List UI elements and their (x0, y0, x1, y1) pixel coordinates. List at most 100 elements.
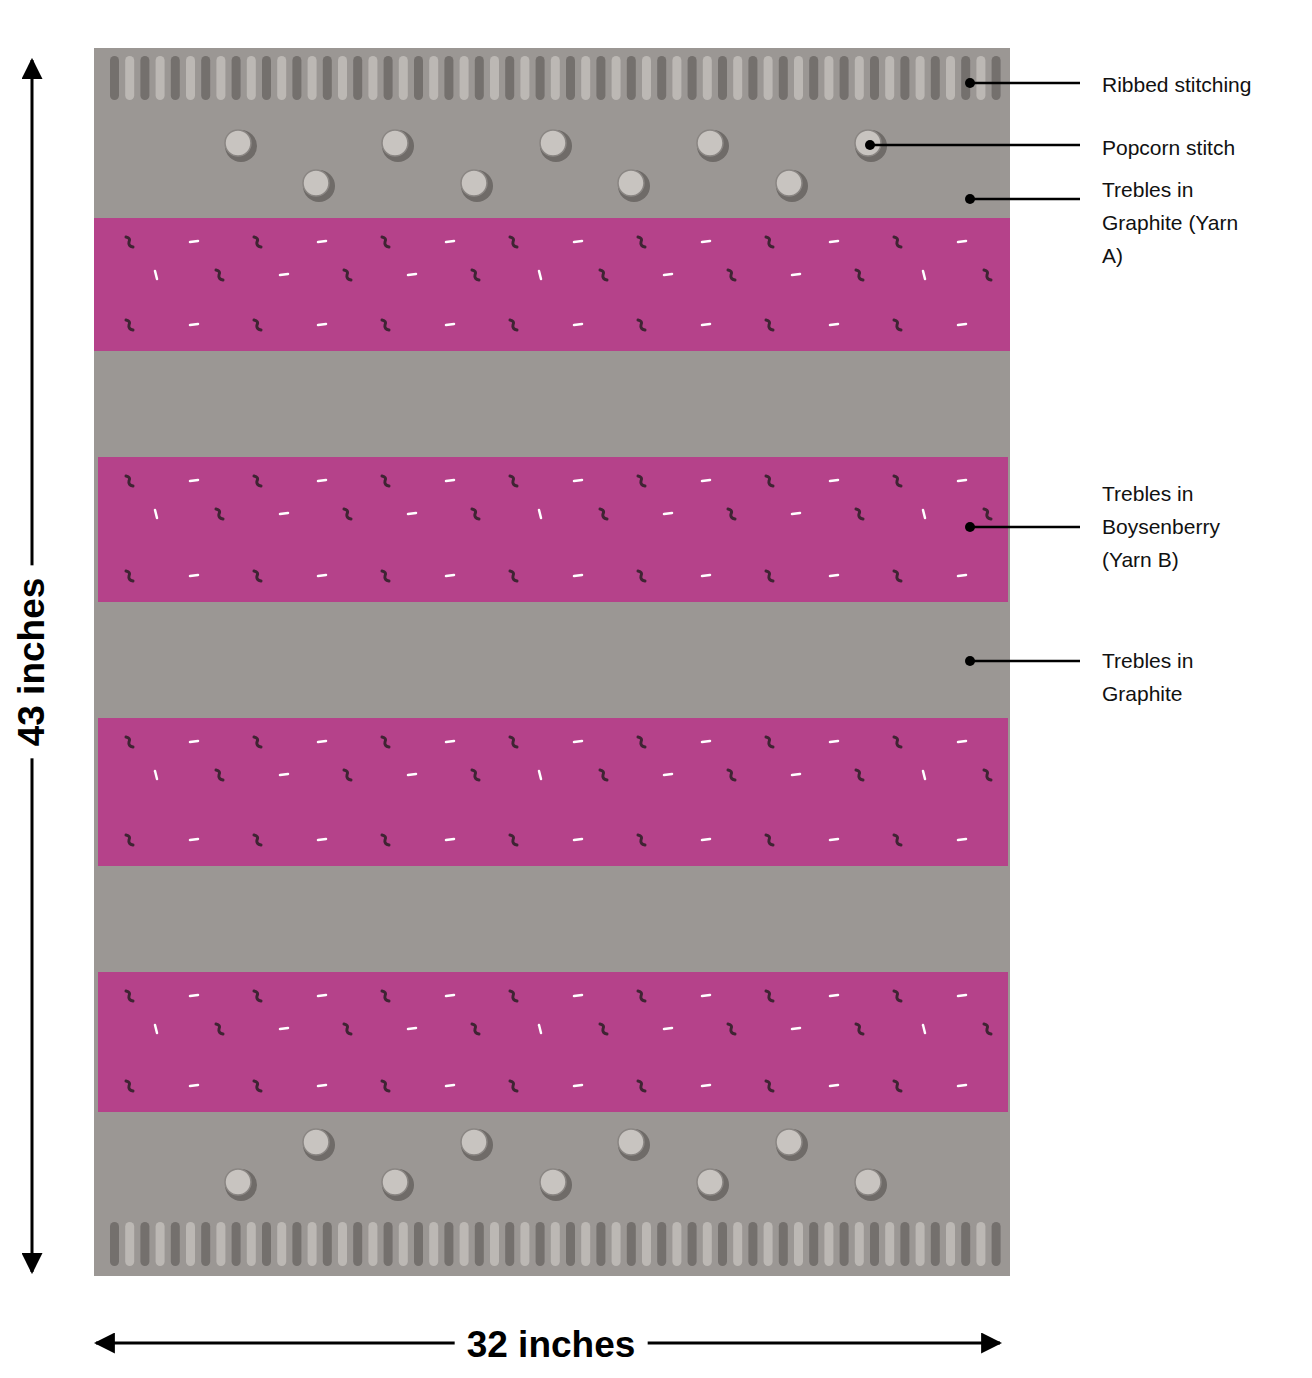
rib (931, 1222, 940, 1266)
texture-fleck (472, 270, 479, 280)
rib (490, 1222, 499, 1266)
texture-fleck (702, 575, 710, 576)
rib (900, 56, 909, 100)
rib (946, 56, 955, 100)
texture-fleck (382, 237, 389, 247)
texture-fleck (318, 575, 326, 576)
rib (414, 56, 423, 100)
popcorn-stitches (225, 130, 887, 1201)
rib (748, 56, 757, 100)
popcorn-stitch (303, 1129, 329, 1155)
rib (961, 1222, 970, 1266)
rib (323, 1222, 332, 1266)
rib (384, 1222, 393, 1266)
texture-fleck (830, 575, 838, 576)
texture-fleck (254, 737, 261, 747)
boysenberry-band (94, 218, 1010, 351)
texture-fleck (126, 1081, 133, 1091)
rib (475, 1222, 484, 1266)
texture-fleck (638, 737, 645, 747)
texture-fleck (830, 995, 838, 996)
texture-fleck (344, 509, 351, 519)
popcorn-shadow (540, 1169, 572, 1201)
texture-fleck (574, 741, 582, 742)
texture-fleck (318, 480, 326, 481)
texture-fleck (958, 741, 966, 742)
texture-fleck (984, 1024, 991, 1034)
popcorn-stitch (382, 130, 408, 156)
rib (946, 1222, 955, 1266)
rib (171, 56, 180, 100)
texture-fleck (472, 509, 479, 519)
rib (657, 56, 666, 100)
callout-label: Ribbed stitching (1102, 68, 1307, 101)
texture-fleck (510, 991, 517, 1001)
texture-fleck (923, 271, 925, 279)
texture-fleck (923, 771, 925, 779)
rib (490, 56, 499, 100)
rib (992, 56, 1001, 100)
texture-fleck (155, 271, 157, 279)
texture-fleck (318, 1085, 326, 1086)
rib (688, 1222, 697, 1266)
rib (186, 1222, 195, 1266)
popcorn-shadow (776, 170, 808, 202)
texture-fleck (638, 320, 645, 330)
dimension-arrows (32, 60, 1000, 1343)
rib (125, 56, 134, 100)
popcorn-shadow (776, 1129, 808, 1161)
rib (460, 56, 469, 100)
texture-fleck (638, 835, 645, 845)
texture-fleck (382, 476, 389, 486)
texture-fleck (958, 480, 966, 481)
popcorn-shadow (303, 1129, 335, 1161)
texture-fleck (958, 324, 966, 325)
texture-fleck (318, 741, 326, 742)
rib (840, 56, 849, 100)
texture-fleck (408, 274, 416, 275)
texture-fleck (446, 995, 454, 996)
texture-fleck (664, 774, 672, 775)
popcorn-stitch (225, 1169, 251, 1195)
texture-fleck (190, 995, 198, 996)
rib (140, 1222, 149, 1266)
texture-fleck (923, 1025, 925, 1033)
texture-fleck (728, 1024, 735, 1034)
rib (262, 1222, 271, 1266)
texture-fleck (280, 1028, 288, 1029)
texture-fleck (728, 270, 735, 280)
texture-fleck (894, 1081, 901, 1091)
leader-lines (865, 78, 1080, 666)
rib (444, 56, 453, 100)
texture-fleck (894, 320, 901, 330)
rib (612, 1222, 621, 1266)
rib (384, 56, 393, 100)
rib (338, 56, 347, 100)
rib (779, 1222, 788, 1266)
rib (885, 56, 894, 100)
texture-fleck (638, 991, 645, 1001)
popcorn-shadow (225, 130, 257, 162)
texture-fleck (510, 737, 517, 747)
texture-fleck (126, 991, 133, 1001)
rib (156, 1222, 165, 1266)
rib (536, 1222, 545, 1266)
texture-fleck (539, 771, 541, 779)
rib (247, 56, 256, 100)
popcorn-stitch (225, 130, 251, 156)
popcorn-stitch (618, 170, 644, 196)
rib (764, 1222, 773, 1266)
rib (110, 1222, 119, 1266)
callout-label: Trebles in Graphite (Yarn A) (1102, 173, 1252, 272)
rib (308, 1222, 317, 1266)
rib (748, 1222, 757, 1266)
rib (460, 1222, 469, 1266)
texture-fleck (830, 241, 838, 242)
texture-fleck (408, 513, 416, 514)
yarn-b-bands (94, 218, 1010, 1112)
texture-fleck (155, 510, 157, 518)
texture-fleck (539, 271, 541, 279)
texture-fleck (894, 835, 901, 845)
popcorn-shadow (697, 1169, 729, 1201)
callout-label: Trebles in Boysenberry (Yarn B) (1102, 477, 1252, 576)
